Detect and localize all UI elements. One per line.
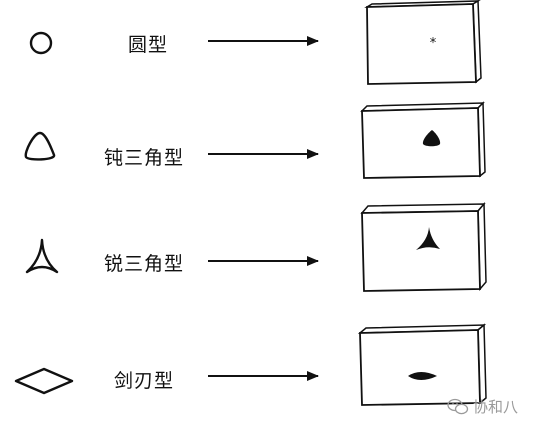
obtuse-triangle-icon	[24, 131, 56, 161]
label-obtuse-triangle: 钝三角型	[104, 147, 185, 169]
arrow-spot	[416, 227, 440, 250]
label-round: 圆型	[128, 34, 169, 56]
slide-box-row-4	[357, 323, 487, 406]
label-blade: 剑刃型	[114, 370, 175, 392]
slide-box-row-1	[364, 0, 482, 85]
diamond-spot	[408, 372, 437, 380]
label-acute-triangle: 锐三角型	[104, 253, 185, 275]
wechat-icon	[447, 398, 469, 415]
acute-triangle-icon	[25, 238, 59, 274]
watermark-text: 协和八	[473, 398, 519, 416]
slide-box-row-2	[360, 101, 486, 179]
star-spot: *	[430, 36, 437, 51]
diamond-icon	[14, 367, 74, 395]
rounded-spot	[422, 130, 441, 147]
circle-icon	[29, 31, 53, 55]
slide-box-row-3	[360, 202, 487, 292]
